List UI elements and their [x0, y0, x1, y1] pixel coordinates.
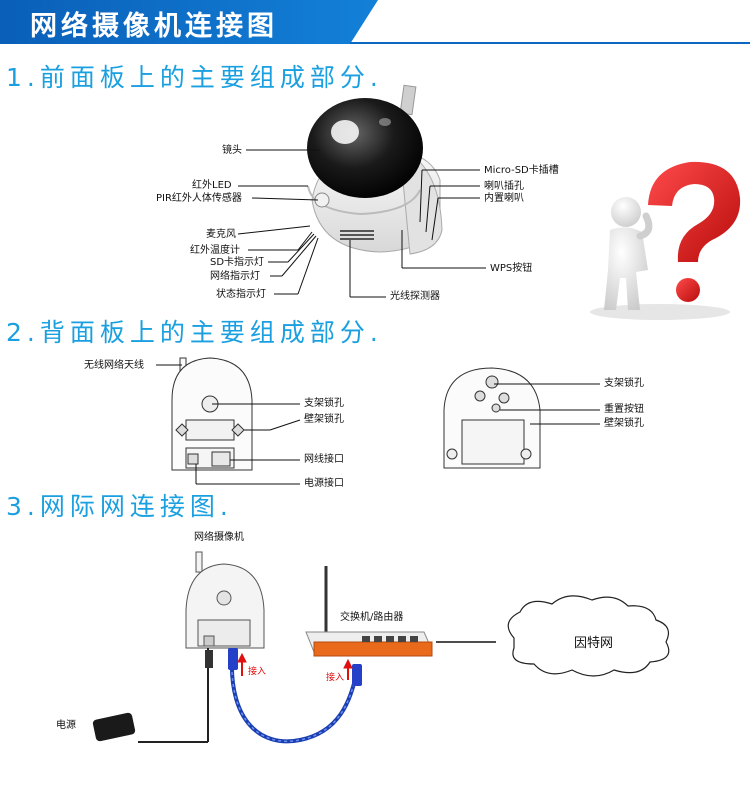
header-banner [0, 0, 750, 44]
label-sd-light: SD卡指示灯 [210, 257, 265, 268]
label-light-detector: 光线探测器 [390, 291, 440, 302]
label-antenna: 无线网络天线 [84, 360, 144, 371]
section-title-network: 3.网际网连接图. [6, 492, 233, 521]
label-wps: WPS按钮 [490, 263, 533, 274]
section-title-front: 1.前面板上的主要组成部分. [6, 63, 383, 92]
label-builtin-speaker: 内置喇叭 [484, 193, 524, 204]
label-plug-in-1: 接入 [248, 667, 267, 677]
page-title: 网络摄像机连接图 [30, 11, 278, 42]
banner-shape [0, 0, 750, 44]
label-bracket-hole-2: 支架锁孔 [604, 378, 644, 389]
section-title-back: 2.背面板上的主要组成部分. [6, 318, 383, 347]
label-internet: 因特网 [574, 636, 614, 651]
label-camera: 网络摄像机 [194, 532, 244, 543]
label-bracket-hole: 支架锁孔 [304, 398, 344, 409]
label-pir: PIR红外人体传感器 [156, 193, 242, 204]
label-reset: 重置按钮 [604, 404, 644, 415]
label-lens: 镜头 [222, 145, 242, 156]
label-status-light: 状态指示灯 [216, 289, 266, 300]
label-switch: 交换机/路由器 [340, 612, 404, 623]
label-lan-port: 网线接口 [304, 454, 344, 465]
label-mic: 麦克风 [206, 229, 236, 240]
label-speaker-jack: 喇叭插孔 [484, 181, 524, 192]
label-net-light: 网络指示灯 [210, 271, 260, 282]
label-micro-sd: Micro-SD卡插槽 [484, 165, 559, 176]
label-plug-in-2: 接入 [326, 673, 345, 683]
network-camera-shape [185, 551, 265, 649]
label-power: 电源 [56, 720, 76, 731]
label-wall-hole: 壁架锁孔 [304, 414, 344, 425]
label-wall-hole-2: 壁架锁孔 [604, 418, 644, 429]
label-ir-temp: 红外温度计 [190, 245, 240, 256]
label-power-port: 电源接口 [304, 478, 344, 489]
label-ir-led: 红外LED [192, 180, 232, 191]
